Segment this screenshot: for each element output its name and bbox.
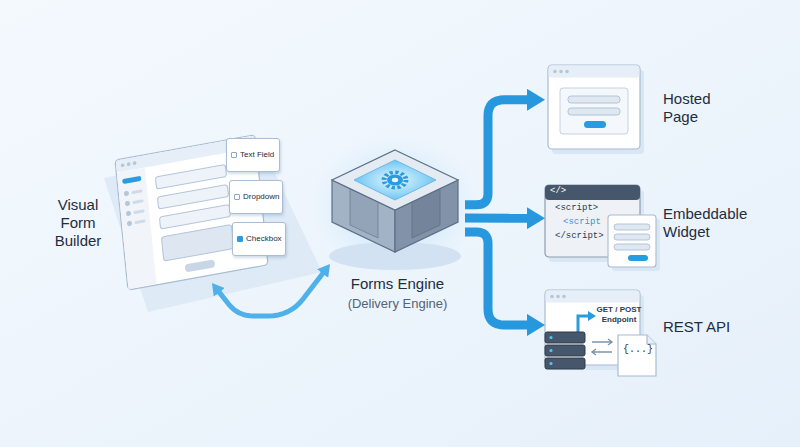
- form-button: [185, 259, 216, 272]
- code-header: [545, 185, 640, 200]
- title-bar: [546, 291, 640, 303]
- code-line: </script>: [555, 231, 615, 242]
- window-dot: [127, 162, 131, 166]
- builder-shadow: [104, 146, 322, 312]
- gear-teeth: [384, 172, 406, 187]
- window-dot: [562, 295, 566, 299]
- node-heading: Visual Form Builder: [50, 196, 106, 250]
- card-label: Checkbox: [246, 234, 286, 244]
- node-subheading: (Delivery Engine): [330, 296, 465, 312]
- field-card: Dropdown: [229, 180, 283, 214]
- form-field: [614, 244, 650, 250]
- field-icon: [234, 194, 240, 200]
- sidebar-active: [122, 176, 142, 184]
- window-dot: [553, 70, 557, 74]
- node-heading: REST API: [663, 318, 745, 336]
- window-dot: [121, 163, 125, 167]
- form-button: [628, 255, 648, 261]
- sidebar-dot: [124, 191, 130, 197]
- rest-api: REST API GET / POST Endpoint {...}: [545, 288, 745, 378]
- field-icon: [237, 236, 243, 242]
- flow-arrow: [465, 232, 528, 325]
- form-button: [584, 121, 606, 128]
- request-arrowhead: [588, 311, 596, 321]
- server-unit: [545, 345, 585, 356]
- form-textarea: [161, 225, 233, 262]
- widget-card: [608, 215, 656, 267]
- gear-body: [387, 174, 403, 185]
- form-field: [568, 108, 620, 115]
- sidebar-line: [133, 209, 144, 214]
- embeddable-widget: Embeddable Widget </> <script> <script </scr…: [545, 183, 755, 271]
- sidebar-dot: [125, 201, 131, 207]
- form-field: [155, 165, 226, 190]
- exchange-arrow: [592, 349, 612, 355]
- json-document: [618, 335, 656, 376]
- hosted-page: Hosted Page: [545, 62, 738, 152]
- window-dot: [559, 70, 563, 74]
- cube-top-face: [332, 150, 458, 210]
- title-bar: [549, 66, 640, 78]
- sidebar-line: [131, 189, 142, 194]
- json-glyph: {...}: [621, 344, 655, 356]
- server-light: [549, 336, 552, 339]
- code-icon: </>: [550, 186, 580, 197]
- window-frame: [548, 65, 640, 149]
- form-field: [159, 205, 230, 230]
- form-field: [614, 234, 650, 240]
- window-dot: [565, 70, 569, 74]
- flow-arrow: [465, 214, 528, 223]
- server-unit: [545, 332, 585, 343]
- forms-engine: Forms Engine (Delivery Engine): [330, 140, 465, 315]
- request-arrow: [578, 316, 588, 334]
- form-field: [568, 96, 620, 103]
- sidebar-line: [132, 199, 143, 204]
- form-builder: Visual Form Builder Text FieldDropdownChe…: [50, 118, 305, 283]
- field-card: Checkbox: [232, 222, 286, 256]
- exchange-arrow: [592, 339, 612, 345]
- window-dot: [133, 161, 137, 165]
- sidebar-dot: [127, 221, 133, 227]
- sidebar-line: [134, 219, 145, 224]
- server-light: [549, 362, 552, 365]
- sidebar: [117, 168, 157, 289]
- gear-icon: [384, 172, 406, 187]
- code-line: <script: [563, 217, 623, 228]
- endpoint-label: GET / POST Endpoint: [595, 305, 643, 324]
- flow-arrow: [219, 273, 324, 316]
- engine-glow: [310, 135, 480, 275]
- gear-hole: [392, 178, 398, 182]
- server-unit: [545, 358, 585, 369]
- field-card: Text Field: [226, 138, 280, 172]
- sidebar-dot: [126, 211, 132, 217]
- server-light: [549, 349, 552, 352]
- form-field: [157, 185, 228, 210]
- card-label: Text Field: [240, 150, 280, 160]
- card-label: Dropdown: [243, 192, 283, 202]
- node-heading: Forms Engine: [330, 275, 465, 293]
- code-line: <script>: [555, 203, 615, 214]
- document-fold: [647, 335, 656, 344]
- node-heading: Hosted Page: [663, 90, 738, 126]
- field-icon: [231, 152, 237, 158]
- window-dot: [550, 295, 554, 299]
- window-dot: [556, 295, 560, 299]
- form-card: [560, 88, 628, 134]
- flow-arrow: [465, 100, 528, 205]
- form-field: [614, 224, 650, 230]
- node-heading: Embeddable Widget: [663, 205, 755, 241]
- cube-core: [354, 160, 436, 200]
